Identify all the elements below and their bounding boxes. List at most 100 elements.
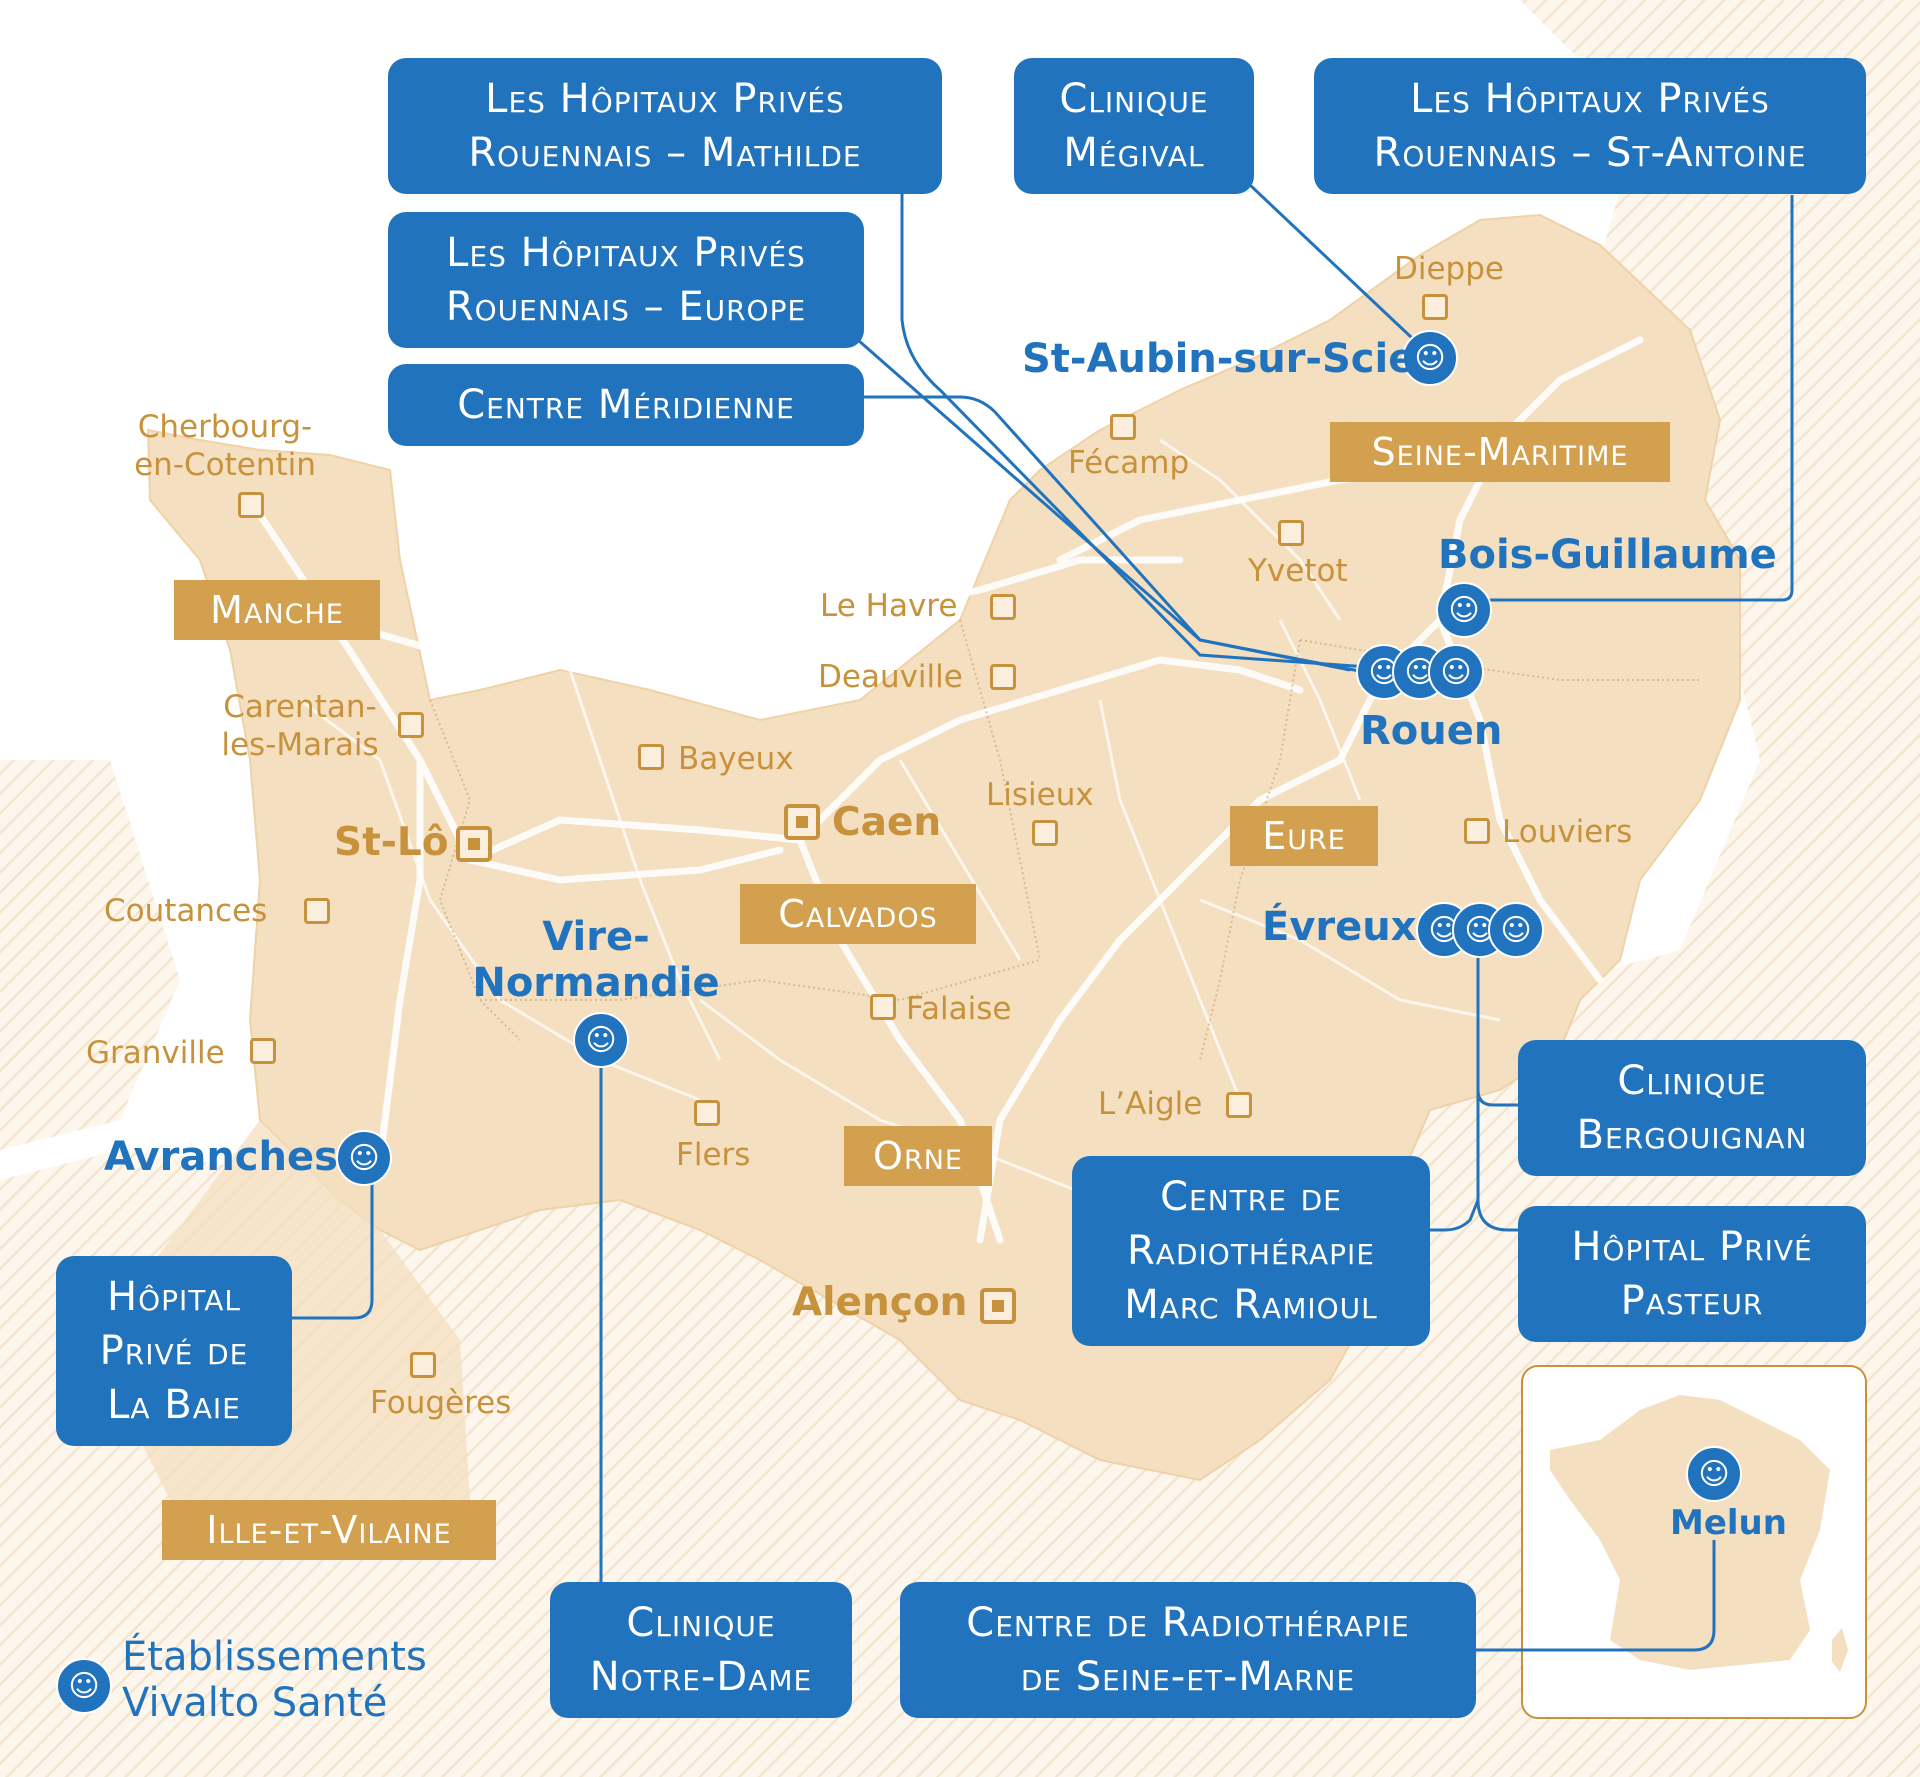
vivalto-city-st-aubin: St-Aubin-sur-Scie (1022, 336, 1416, 382)
city-marker (410, 1352, 436, 1378)
facility-name-line: La Baie (107, 1382, 241, 1428)
minor-roads (299, 438, 1501, 1202)
facility-name-line: Rouennais – St-Antoine (1373, 130, 1807, 176)
city-marker (304, 898, 330, 924)
facility-box-clinique-megival[interactable]: Clinique Mégival (1014, 58, 1254, 194)
facility-name-line: Privé de (99, 1328, 249, 1374)
vivalto-logo-icon[interactable]: ☺ (1686, 1446, 1742, 1502)
vivalto-city-rouen: Rouen (1360, 708, 1503, 754)
vivalto-city-melun: Melun (1670, 1503, 1787, 1543)
facility-name-line: Hôpital Privé (1571, 1224, 1813, 1270)
city-label-line: les-Marais (221, 727, 379, 763)
city-marker (1464, 818, 1490, 844)
vivalto-logo-icon[interactable]: ☺ (1488, 902, 1544, 958)
facility-box-hopital-la-baie[interactable]: Hôpital Privé de La Baie (56, 1256, 292, 1446)
city-label-coutances: Coutances (104, 893, 268, 929)
department-label-calvados: Calvados (740, 884, 976, 944)
city-marker (1226, 1092, 1252, 1118)
city-label-bayeux: Bayeux (678, 741, 794, 777)
city-label-granville: Granville (86, 1035, 225, 1071)
vivalto-city-line: Normandie (472, 960, 720, 1006)
city-marker (398, 712, 424, 738)
city-marker (990, 664, 1016, 690)
facility-name-line: Marc Ramioul (1124, 1282, 1378, 1328)
prefecture-marker (784, 804, 820, 840)
city-label-lisieux: Lisieux (986, 777, 1094, 813)
vivalto-city-line: Vire- (542, 914, 650, 960)
city-label-fecamp: Fécamp (1068, 445, 1190, 481)
city-label-flers: Flers (676, 1137, 751, 1173)
facility-name-line: de Seine-et-Marne (1020, 1654, 1356, 1700)
city-label-caen: Caen (832, 800, 942, 845)
connector-lines (292, 183, 1794, 1652)
city-label-laigle: L’Aigle (1098, 1086, 1203, 1122)
city-marker (1110, 414, 1136, 440)
facility-box-hpr-mathilde[interactable]: Les Hôpitaux Privés Rouennais – Mathilde (388, 58, 942, 194)
vivalto-logo-icon[interactable]: ☺ (336, 1130, 392, 1186)
city-label-le-havre: Le Havre (820, 588, 958, 624)
department-label-ille-et-vilaine: Ille-et-Vilaine (162, 1500, 496, 1560)
facility-name-line: Clinique (1617, 1058, 1767, 1104)
facility-name-line: Pasteur (1620, 1278, 1764, 1324)
city-marker (238, 492, 264, 518)
city-label-dieppe: Dieppe (1394, 251, 1504, 287)
city-label-louviers: Louviers (1502, 814, 1633, 850)
city-label-cherbourg: Cherbourg- en-Cotentin (120, 408, 330, 484)
department-label-seine-maritime: Seine-Maritime (1330, 422, 1670, 482)
city-marker (250, 1038, 276, 1064)
prefecture-marker (456, 826, 492, 862)
vivalto-city-bois-guillaume: Bois-Guillaume (1438, 532, 1777, 578)
vivalto-logo-icon[interactable]: ☺ (1436, 582, 1492, 638)
legend-line: Vivalto Santé (122, 1680, 388, 1726)
city-label-carentan: Carentan- les-Marais (200, 688, 400, 764)
city-label-yvetot: Yvetot (1248, 553, 1348, 589)
vivalto-logo-icon[interactable]: ☺ (1428, 644, 1484, 700)
city-marker (870, 994, 896, 1020)
city-label-line: en-Cotentin (134, 447, 316, 483)
department-label-manche: Manche (174, 580, 380, 640)
vivalto-city-evreux: Évreux (1262, 904, 1417, 950)
city-label-deauville: Deauville (818, 659, 963, 695)
facility-name-line: Les Hôpitaux Privés (446, 230, 806, 276)
city-marker (1278, 520, 1304, 546)
vivalto-logo-icon[interactable]: ☺ (573, 1012, 629, 1068)
vivalto-city-avranches: Avranches (104, 1134, 338, 1180)
city-label-st-lo: St-Lô (334, 820, 449, 865)
ille-et-vilaine-region (120, 1120, 470, 1560)
facility-box-centre-meridienne[interactable]: Centre Méridienne (388, 364, 864, 446)
city-marker (694, 1100, 720, 1126)
city-label-falaise: Falaise (906, 991, 1012, 1027)
facility-box-hopital-pasteur[interactable]: Hôpital Privé Pasteur (1518, 1206, 1866, 1342)
facility-box-centre-radio-seine-marne[interactable]: Centre de Radiothérapie de Seine-et-Marn… (900, 1582, 1476, 1718)
legend: Établissements Vivalto Santé (122, 1634, 427, 1726)
facility-name-line: Clinique (626, 1600, 776, 1646)
vivalto-logo-icon: ☺ (56, 1658, 112, 1714)
facility-name-line: Rouennais – Europe (445, 284, 807, 330)
prefecture-marker (980, 1288, 1016, 1324)
facility-name-line: Notre-Dame (589, 1654, 813, 1700)
vivalto-city-vire-normandie: Vire- Normandie (466, 914, 726, 1006)
city-label-line: Cherbourg- (137, 409, 313, 445)
department-label-eure: Eure (1230, 806, 1378, 866)
facility-box-clinique-notre-dame[interactable]: Clinique Notre-Dame (550, 1582, 852, 1718)
city-marker (1422, 294, 1448, 320)
vivalto-logo-icon[interactable]: ☺ (1402, 330, 1458, 386)
facility-name-line: Clinique (1059, 76, 1209, 122)
facility-name-line: Les Hôpitaux Privés (1410, 76, 1770, 122)
city-label-alencon: Alençon (792, 1280, 968, 1325)
surrounding-land-west (0, 760, 180, 1150)
city-label-fougeres: Fougères (370, 1385, 512, 1421)
city-label-line: Carentan- (223, 689, 377, 725)
legend-line: Établissements (122, 1634, 427, 1680)
facility-name-line: Rouennais – Mathilde (468, 130, 862, 176)
france-shape (1550, 1395, 1830, 1670)
facility-name-line: Bergouignan (1576, 1112, 1808, 1158)
facility-name-line: Radiothérapie (1127, 1228, 1375, 1274)
facility-name-line: Les Hôpitaux Privés (485, 76, 845, 122)
facility-box-centre-radio-ramioul[interactable]: Centre de Radiothérapie Marc Ramioul (1072, 1156, 1430, 1346)
facility-box-clinique-bergouignan[interactable]: Clinique Bergouignan (1518, 1040, 1866, 1176)
city-marker (638, 744, 664, 770)
department-label-orne: Orne (844, 1126, 992, 1186)
facility-box-hpr-europe[interactable]: Les Hôpitaux Privés Rouennais – Europe (388, 212, 864, 348)
facility-box-hpr-st-antoine[interactable]: Les Hôpitaux Privés Rouennais – St-Antoi… (1314, 58, 1866, 194)
